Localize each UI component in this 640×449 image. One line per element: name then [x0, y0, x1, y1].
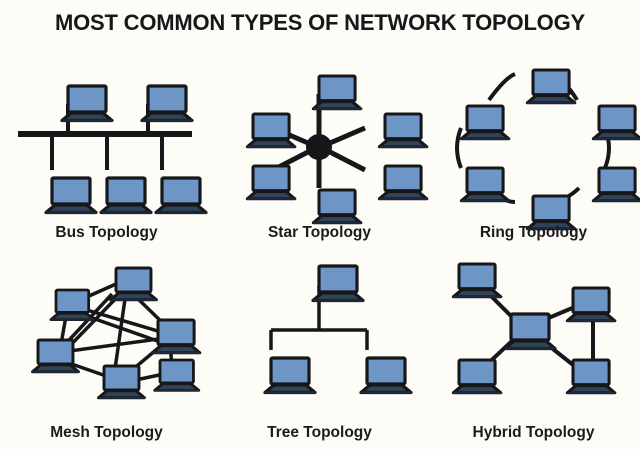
laptop-icon — [60, 84, 114, 123]
laptop-icon — [311, 188, 363, 225]
laptop-icon — [97, 364, 146, 400]
ring-diagram — [427, 48, 640, 231]
tree-topology-svg — [263, 264, 413, 395]
topology-grid: Bus Topology Star Topology Ring Topology… — [0, 48, 640, 448]
mesh-topology-svg — [31, 266, 202, 400]
ring-topology-svg — [455, 68, 640, 231]
laptop-icon — [245, 164, 297, 201]
laptop-icon — [99, 176, 153, 215]
ring-label: Ring Topology — [479, 224, 588, 241]
hybrid-topology-svg — [451, 262, 617, 395]
topology-cell-mesh: Mesh Topology — [0, 248, 213, 448]
laptop-icon — [525, 68, 577, 105]
laptop-icon — [459, 104, 511, 141]
laptop-icon — [263, 356, 317, 395]
laptop-icon — [503, 312, 557, 351]
bus-label: Bus Topology — [55, 224, 158, 241]
star-topology-svg — [245, 74, 429, 225]
page-title: MOST COMMON TYPES OF NETWORK TOPOLOGY — [55, 10, 585, 35]
star-diagram — [213, 48, 429, 225]
laptop-icon — [459, 166, 511, 203]
laptop-icon — [377, 164, 429, 201]
laptop-icon — [565, 286, 617, 323]
topology-cell-ring: Ring Topology — [427, 48, 640, 248]
laptop-icon — [140, 84, 194, 123]
bus-topology-svg — [18, 84, 208, 215]
laptop-icon — [565, 358, 617, 395]
laptop-icon — [49, 288, 96, 322]
laptop-icon — [150, 318, 202, 355]
laptop-icon — [154, 176, 208, 215]
mesh-diagram — [0, 248, 213, 416]
topology-cell-hybrid: Hybrid Topology — [427, 248, 640, 448]
laptop-icon — [311, 264, 365, 303]
hybrid-diagram — [427, 248, 640, 416]
laptop-icon — [44, 176, 98, 215]
laptop-icon — [525, 194, 577, 231]
hybrid-label: Hybrid Topology — [472, 424, 595, 441]
star-label: Star Topology — [267, 224, 372, 241]
laptop-icon — [109, 266, 158, 302]
laptop-icon — [591, 104, 640, 141]
laptop-icon — [153, 358, 201, 392]
laptop-icon — [591, 166, 640, 203]
topology-cell-star: Star Topology — [213, 48, 429, 248]
laptop-icon — [245, 112, 297, 149]
laptop-icon — [377, 112, 429, 149]
topology-cell-tree: Tree Topology — [213, 248, 426, 448]
central-hub-node — [306, 134, 332, 160]
topology-cell-bus: Bus Topology — [0, 48, 213, 248]
laptop-icon — [451, 262, 503, 299]
bus-diagram — [0, 48, 213, 216]
laptop-icon — [359, 356, 413, 395]
tree-diagram — [213, 248, 426, 416]
laptop-icon — [451, 358, 503, 395]
mesh-label: Mesh Topology — [50, 424, 163, 441]
laptop-icon — [311, 74, 363, 111]
laptop-icon — [31, 338, 80, 374]
tree-label: Tree Topology — [267, 424, 372, 441]
